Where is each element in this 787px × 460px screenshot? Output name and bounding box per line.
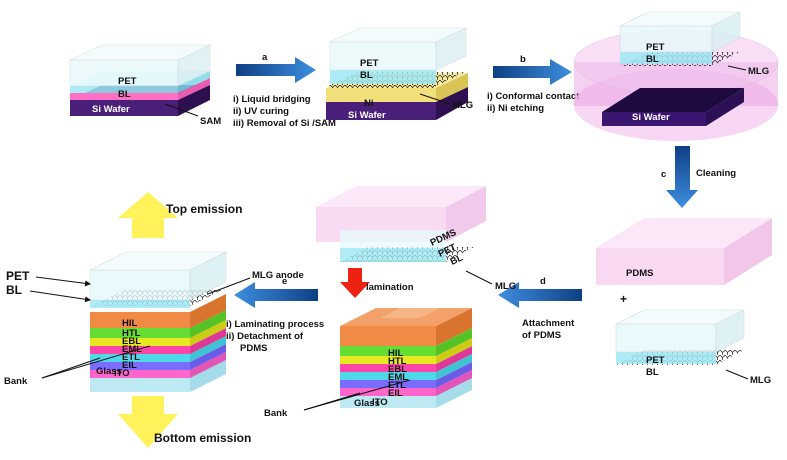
arrow-d xyxy=(498,282,582,308)
pet-label: PET xyxy=(118,76,137,87)
pet-label-6: PET xyxy=(6,269,30,283)
stack-ni xyxy=(326,27,468,120)
step-e-letter: e xyxy=(282,276,287,287)
glass-label-6: Glass xyxy=(96,366,122,377)
pet-label-2: PET xyxy=(360,58,379,69)
top-emission-label: Top emission xyxy=(166,202,242,216)
htl-label: HTL xyxy=(388,356,407,367)
pet-label-3: PET xyxy=(646,42,665,53)
lamination-top xyxy=(316,186,486,262)
bl-label-3: BL xyxy=(646,54,659,65)
step-b-line-1: i) Conformal contact xyxy=(487,91,580,102)
lamination-arrow xyxy=(340,268,370,298)
plus-sign: + xyxy=(620,292,627,306)
step-a-line-1: i) Liquid bridging xyxy=(233,94,311,105)
arrow-e xyxy=(234,282,318,308)
step-c-label: Cleaning xyxy=(696,168,736,179)
pdms-label: PDMS xyxy=(626,268,653,279)
arrow-a xyxy=(236,57,316,83)
ni-label: Ni xyxy=(364,98,374,109)
pdms-and-film xyxy=(596,218,772,365)
step-d-letter: d xyxy=(540,276,546,287)
si-wafer-label: Si Wafer xyxy=(92,104,130,115)
si-wafer-label-2: Si Wafer xyxy=(348,110,386,121)
step-d-line-1: Attachment xyxy=(522,318,575,329)
step-a-line-2: ii) UV curing xyxy=(233,106,289,117)
bl-label: BL xyxy=(118,89,131,100)
eml-label-6: EML xyxy=(122,344,142,355)
eil-label-6: EIL xyxy=(122,360,137,371)
hil-label-6: HIL xyxy=(122,318,138,329)
mlg-label-3: MLG xyxy=(748,66,769,77)
bl-label-4: BL xyxy=(646,367,659,378)
arrow-c xyxy=(666,146,698,208)
etl-label-6: ETL xyxy=(122,352,140,363)
eml-label: EML xyxy=(388,372,408,383)
bank-label-center: Bank xyxy=(264,408,288,419)
htl-label-6: HTL xyxy=(122,328,141,339)
mlg-label-5: MLG xyxy=(495,281,516,292)
ito-label-6: ITO xyxy=(114,368,130,379)
bottom-emission-arrow xyxy=(118,396,178,448)
step-b-letter: b xyxy=(520,54,526,65)
step-e-line-2: ii) Detachment of xyxy=(226,331,304,342)
step-d-line-2: of PDMS xyxy=(522,330,561,341)
stack-initial xyxy=(69,44,211,116)
bl-label-6: BL xyxy=(6,283,22,297)
oled-stack-center xyxy=(340,308,472,408)
step-e-line-1: i) Laminating process xyxy=(226,319,324,330)
step-a-line-3: iii) Removal of Si /SAM xyxy=(233,118,336,129)
bank-label-left: Bank xyxy=(4,376,28,387)
hil-label: HIL xyxy=(388,348,404,359)
eil-label: EIL xyxy=(388,388,403,399)
lamination-label: lamination xyxy=(366,282,414,293)
mlg-label-2: MLG xyxy=(452,100,473,111)
ebl-label: EBL xyxy=(388,364,407,375)
step-b-line-2: ii) Ni etching xyxy=(487,103,544,114)
ebl-label-6: EBL xyxy=(122,336,141,347)
etching-bath xyxy=(573,11,779,141)
glass-label: Glass xyxy=(354,398,380,409)
top-emission-arrow xyxy=(118,192,178,238)
mlg-label-4: MLG xyxy=(750,375,771,386)
step-c-letter: c xyxy=(661,169,666,180)
mlg-anode-label: MLG anode xyxy=(252,270,304,281)
final-device xyxy=(89,251,227,392)
etl-label: ETL xyxy=(388,380,406,391)
arrow-b xyxy=(493,59,572,85)
sam-label: SAM xyxy=(200,116,221,127)
pet-label-4: PET xyxy=(646,355,665,366)
step-e-line-3: PDMS xyxy=(240,343,267,354)
bottom-emission-label: Bottom emission xyxy=(154,431,251,445)
ito-label: ITO xyxy=(372,397,388,408)
bl-label-2: BL xyxy=(360,70,373,81)
step-a-letter: a xyxy=(262,52,268,63)
bl-label-5: BL xyxy=(449,252,465,267)
si-wafer-label-3: Si Wafer xyxy=(632,112,670,123)
